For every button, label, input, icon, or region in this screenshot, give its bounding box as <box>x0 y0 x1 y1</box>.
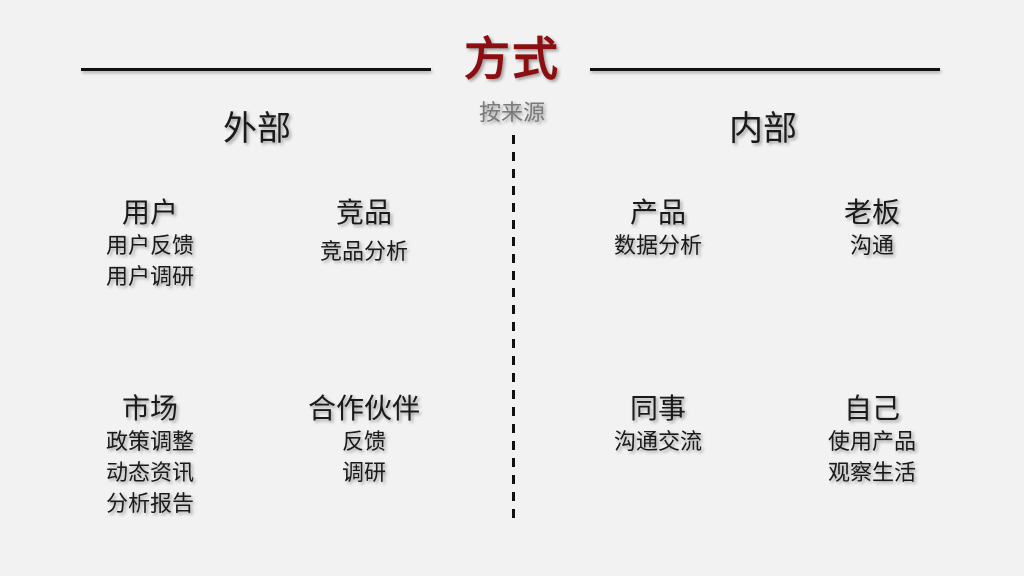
group-users: 用户 用户反馈 用户调研 <box>50 195 250 293</box>
group-title: 竞品 <box>335 196 392 229</box>
group-item: 观察生活 <box>827 461 916 486</box>
group-item: 政策调整 <box>105 430 194 455</box>
group-item: 竞品分析 <box>319 240 408 265</box>
group-item: 沟通 <box>849 234 894 259</box>
group-item: 反馈 <box>341 430 386 455</box>
group-title: 同事 <box>629 392 686 425</box>
group-colleagues: 同事 沟通交流 <box>558 391 758 458</box>
group-title: 自己 <box>843 392 900 425</box>
group-item: 调研 <box>341 461 386 486</box>
diagram-title: 方式 <box>464 32 560 86</box>
diagram-subtitle: 按来源 <box>478 101 545 126</box>
group-market: 市场 政策调整 动态资讯 分析报告 <box>50 391 250 520</box>
group-item: 数据分析 <box>613 234 702 259</box>
group-item: 使用产品 <box>827 430 916 455</box>
dashed-divider <box>512 135 515 525</box>
group-item: 分析报告 <box>105 492 194 517</box>
group-item: 动态资讯 <box>105 461 194 486</box>
group-boss: 老板 沟通 <box>772 195 972 262</box>
group-partners: 合作伙伴 反馈 调研 <box>264 391 464 489</box>
group-product: 产品 数据分析 <box>558 195 758 262</box>
group-title: 用户 <box>121 196 178 229</box>
header-rule-right <box>590 68 940 71</box>
group-item: 沟通交流 <box>613 430 702 455</box>
group-title: 产品 <box>629 196 686 229</box>
group-item: 用户调研 <box>105 265 194 290</box>
group-competitors: 竞品 竞品分析 <box>264 195 464 268</box>
group-self: 自己 使用产品 观察生活 <box>772 391 972 489</box>
group-title: 老板 <box>843 196 900 229</box>
section-title-external: 外部 <box>223 109 291 149</box>
group-title: 市场 <box>121 392 178 425</box>
section-title-internal: 内部 <box>729 109 797 149</box>
group-title: 合作伙伴 <box>307 392 420 425</box>
header-rule-left <box>81 68 431 71</box>
group-item: 用户反馈 <box>105 234 194 259</box>
